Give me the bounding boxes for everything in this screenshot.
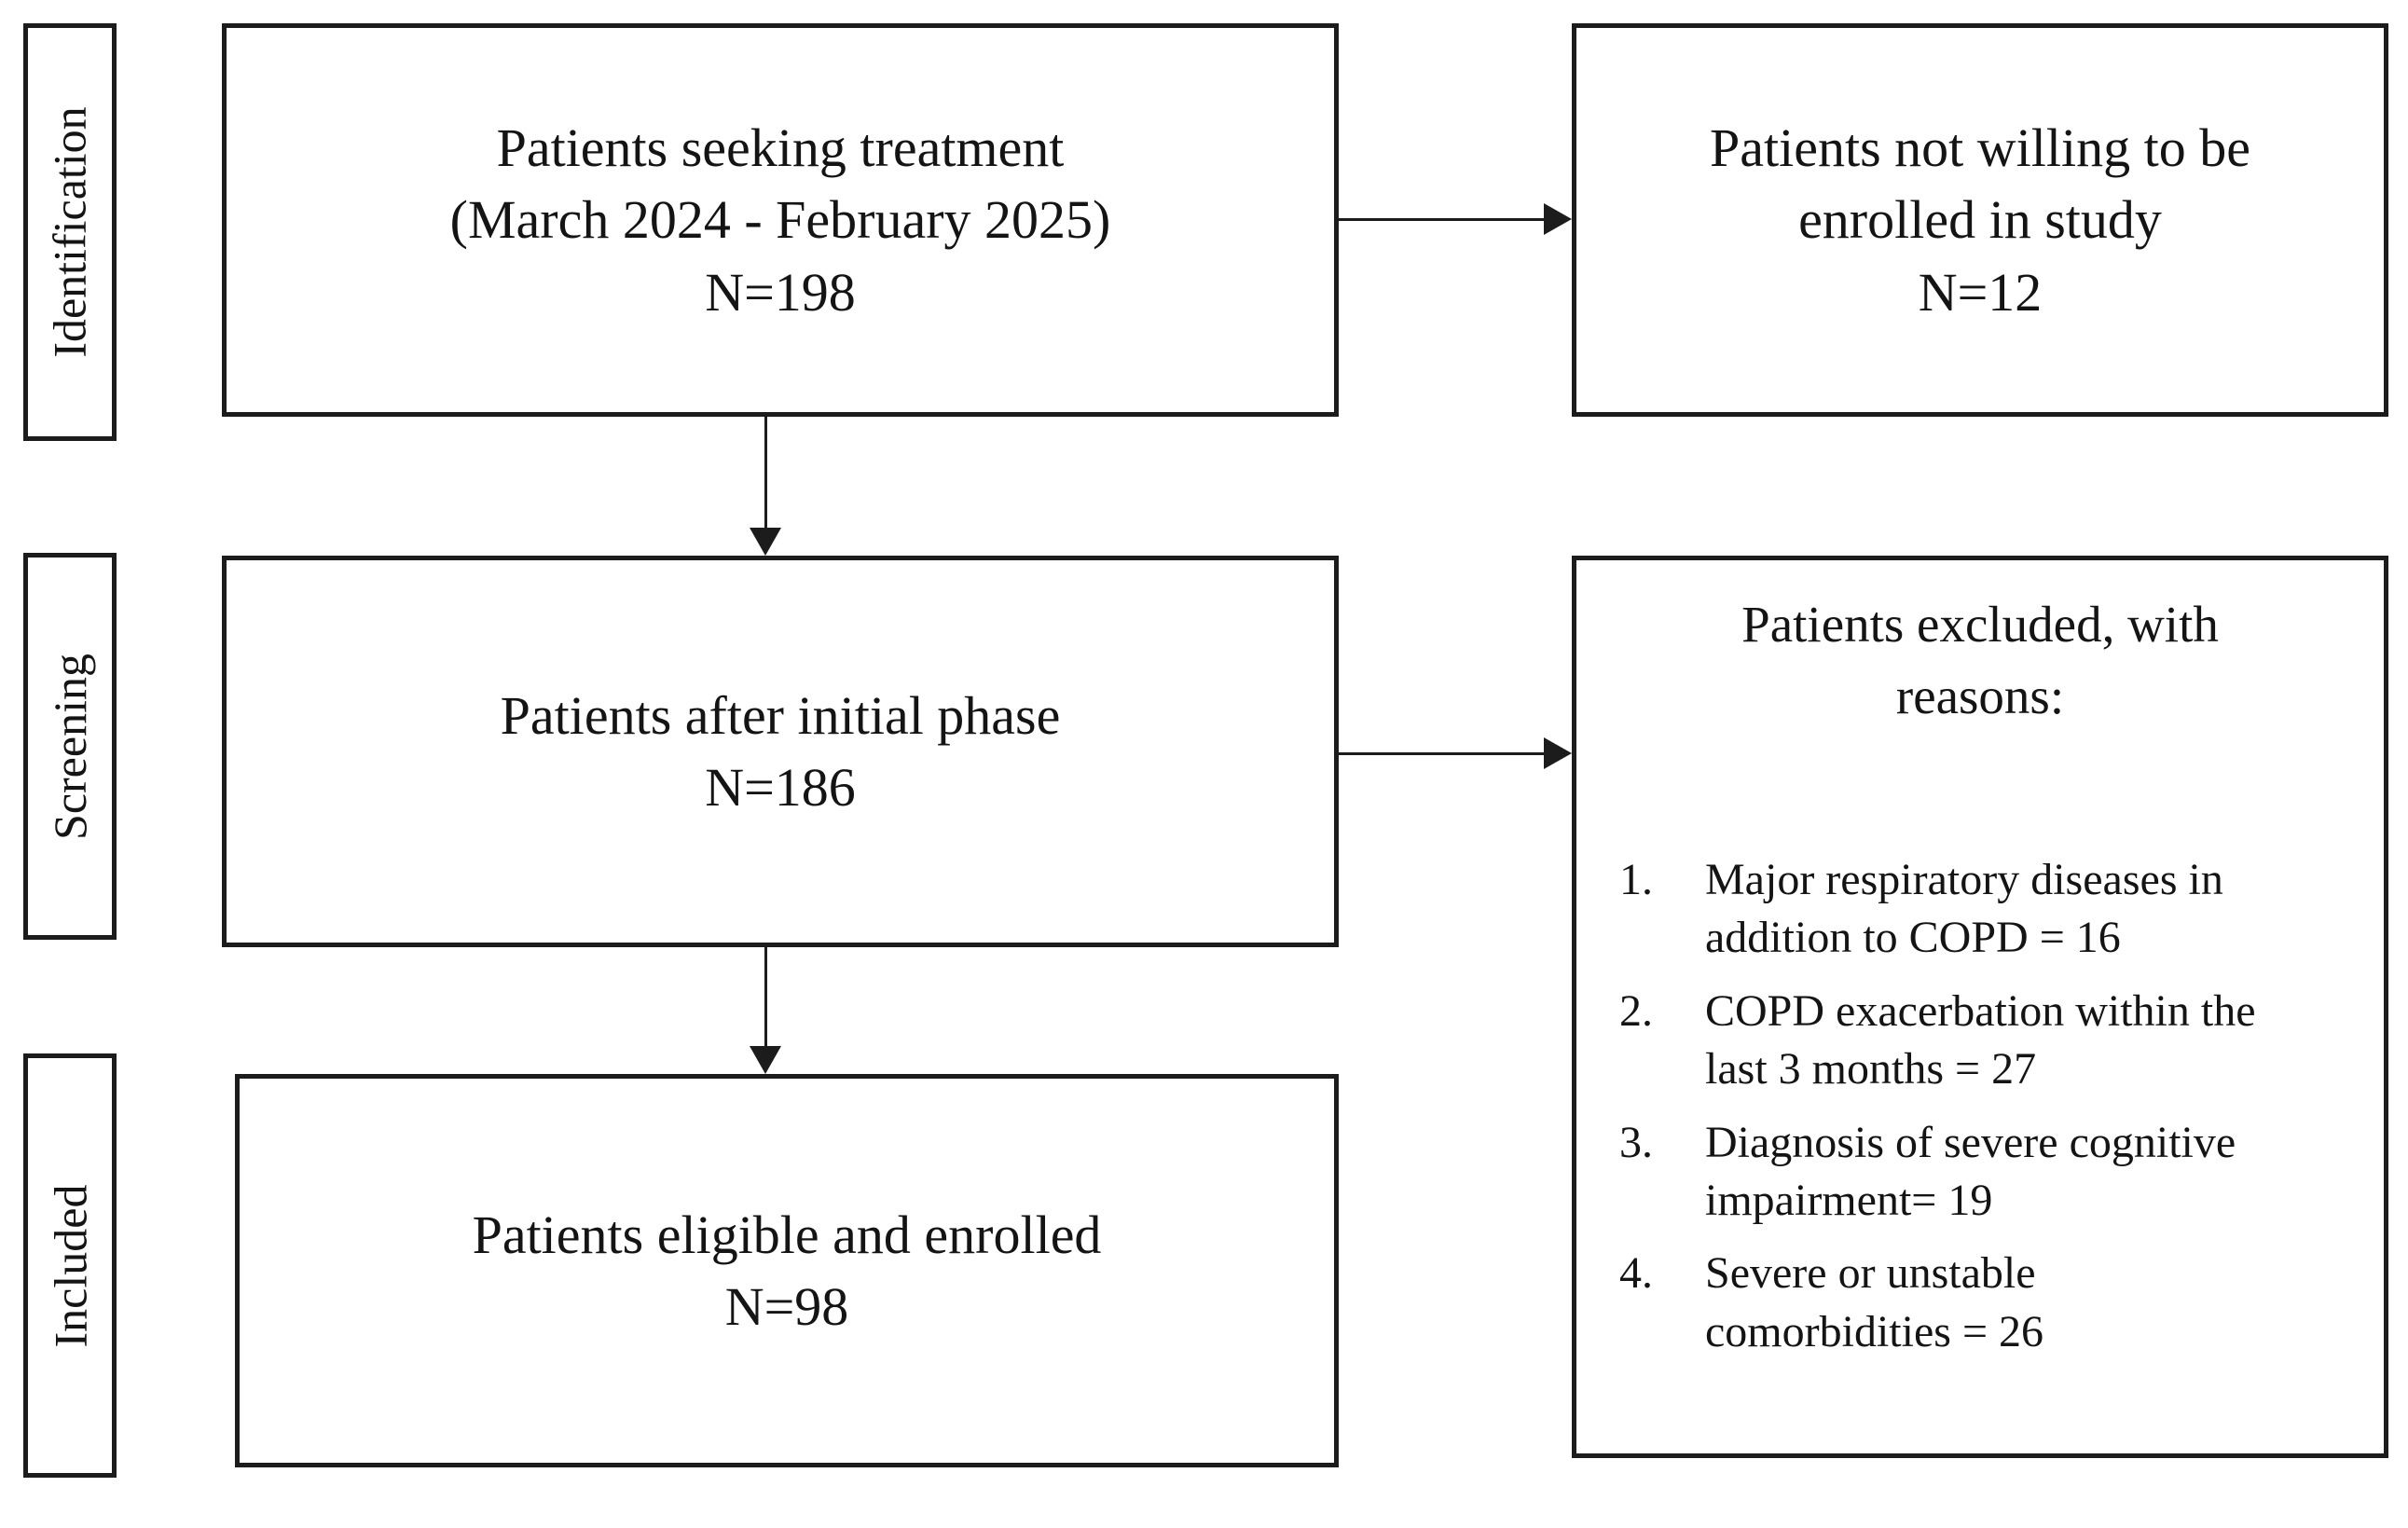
arrow-head-right-icon (1544, 737, 1572, 769)
box-patients-after-initial-phase: Patients after initial phase N=186 (222, 556, 1339, 947)
list-text: Diagnosis of severe cognitive impairment… (1705, 1117, 2236, 1225)
box-patients-not-willing: Patients not willing to be enrolled in s… (1572, 23, 2388, 417)
box-patients-excluded: Patients excluded, with reasons: 1. Majo… (1572, 556, 2388, 1458)
exclusion-reason-item: 4. Severe or unstable comorbidities = 26 (1576, 1245, 2384, 1361)
list-number: 3. (1619, 1117, 1653, 1167)
box-patients-seeking-treatment: Patients seeking treatment (March 2024 -… (222, 23, 1339, 417)
exclusion-reason-item: 3. Diagnosis of severe cognitive impairm… (1576, 1114, 2384, 1231)
list-number: 1. (1619, 855, 1653, 904)
list-number: 4. (1619, 1248, 1653, 1299)
stage-label-included: Included (44, 1184, 96, 1347)
arrow-head-down-icon (750, 1046, 781, 1074)
list-text: COPD exacerbation within the last 3 mont… (1705, 985, 2256, 1094)
stage-label-identification: Identification (44, 106, 96, 358)
stage-box-screening: Screening (23, 553, 117, 940)
arrow-head-right-icon (1544, 203, 1572, 235)
stage-box-identification: Identification (23, 23, 117, 441)
box-text-eligible-enrolled: Patients eligible and enrolled N=98 (472, 1204, 1102, 1337)
list-text: Major respiratory diseases in addition t… (1705, 855, 2223, 963)
list-text: Severe or unstable comorbidities = 26 (1705, 1248, 2044, 1356)
excluded-content: Patients excluded, with reasons: 1. Majo… (1576, 588, 2384, 1361)
stage-label-screening: Screening (44, 653, 96, 840)
arrow-line (764, 417, 767, 530)
box-text-seeking-treatment: Patients seeking treatment (March 2024 -… (449, 117, 1111, 323)
box-text-after-initial-phase: Patients after initial phase N=186 (500, 684, 1061, 818)
exclusion-reason-item: 1. Major respiratory diseases in additio… (1576, 851, 2384, 968)
list-number: 2. (1619, 985, 1653, 1036)
excluded-title: Patients excluded, with reasons: (1741, 596, 2219, 724)
arrow-line (1337, 218, 1546, 221)
box-text-not-willing: Patients not willing to be enrolled in s… (1710, 117, 2250, 323)
exclusion-reasons-list: 1. Major respiratory diseases in additio… (1576, 851, 2384, 1361)
arrow-line (1337, 752, 1546, 755)
exclusion-reason-item: 2. COPD exacerbation within the last 3 m… (1576, 983, 2384, 1099)
box-patients-eligible-enrolled: Patients eligible and enrolled N=98 (235, 1074, 1339, 1467)
stage-box-included: Included (23, 1053, 117, 1478)
arrow-line (764, 947, 767, 1048)
arrow-head-down-icon (750, 528, 781, 556)
